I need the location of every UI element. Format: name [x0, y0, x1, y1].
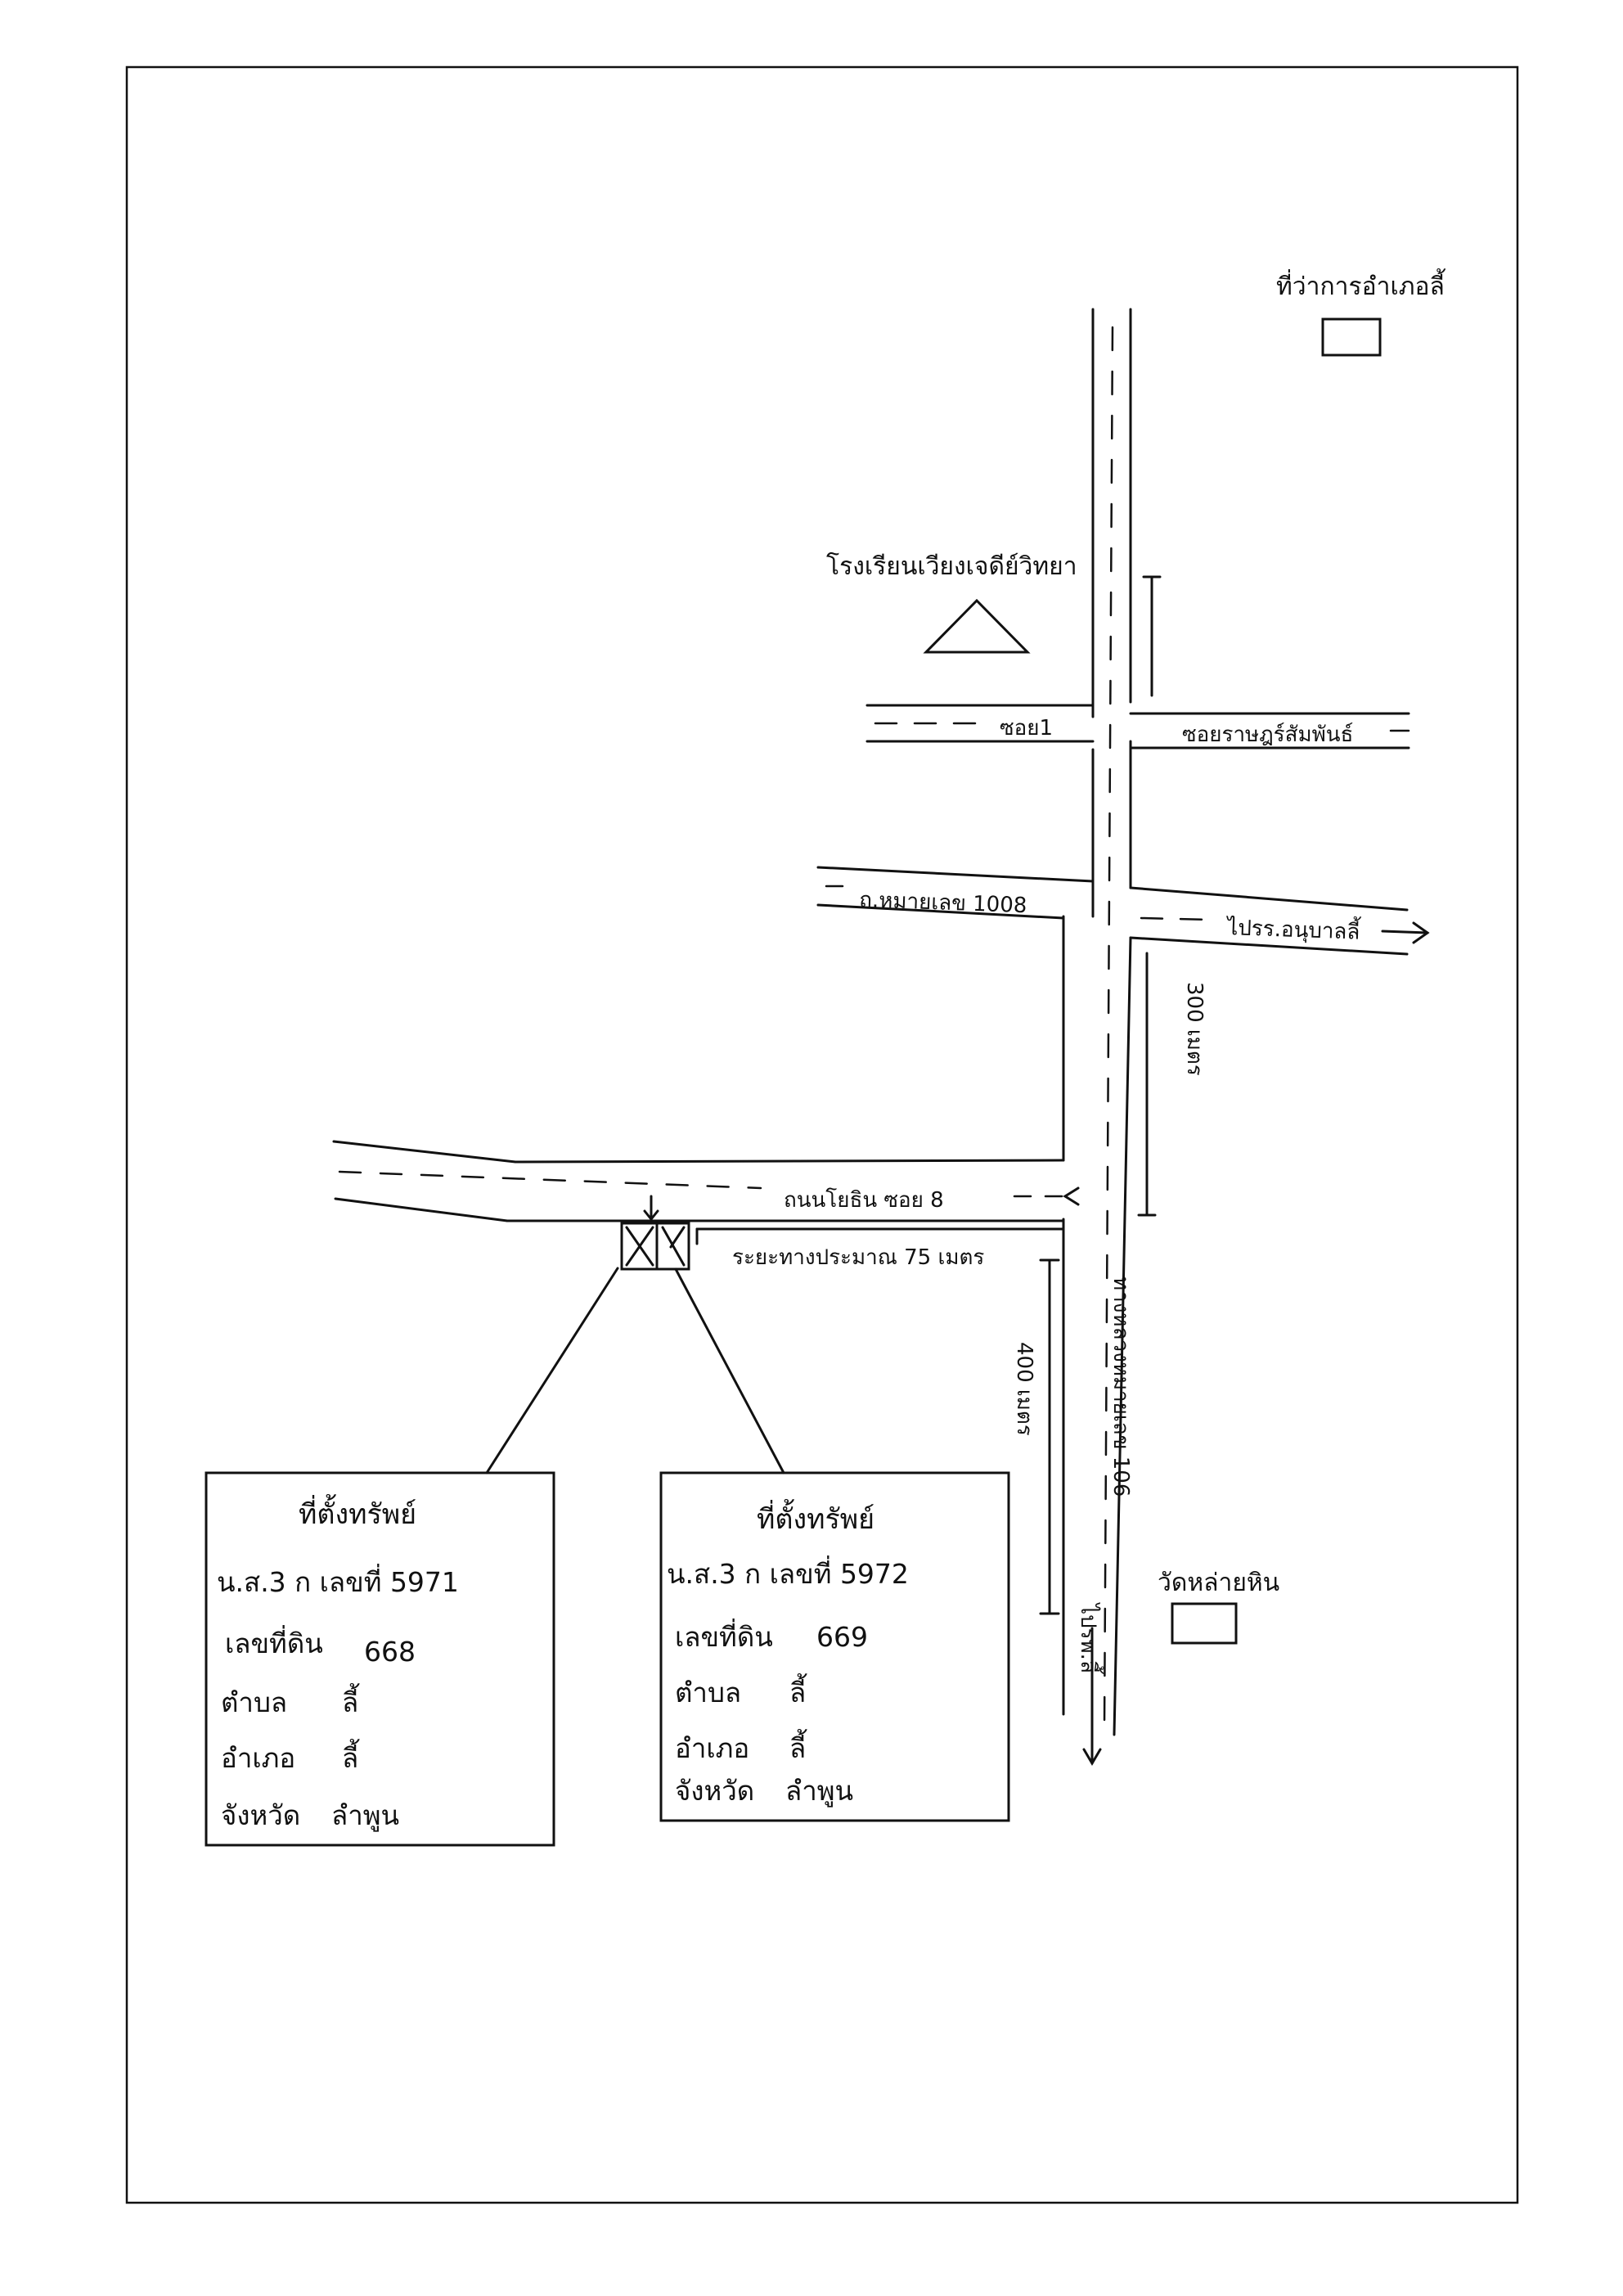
highway-106-road: [1062, 308, 1132, 1736]
parcel-amphoe-label: อำเภอ: [675, 1732, 749, 1764]
dist-75m-label: ระยะทางประมาณ 75 เมตร: [732, 1245, 984, 1270]
parcel-province: ลำพูน: [331, 1799, 399, 1832]
leader-line-left: [485, 1267, 619, 1474]
parcel-amphoe: ลี้: [342, 1739, 361, 1774]
temple-symbol: [1171, 1602, 1238, 1645]
school-label: โรงเรียนเวียงเจดีย์วิทยา: [826, 551, 1077, 581]
parcel-land-no: 669: [816, 1621, 868, 1653]
parcel-title: ที่ตั้งทรัพย์: [757, 1499, 874, 1536]
parcel-land-no-label: เลขที่ดิน: [675, 1618, 773, 1653]
parcel-province: ลำพูน: [785, 1775, 853, 1808]
parcel-deed: น.ส.3 ก เลขที่ 5971: [217, 1564, 459, 1598]
parcel-tambon: ลี้: [789, 1673, 808, 1708]
parcel-tambon-label: ตำบล: [221, 1686, 287, 1718]
district-office-symbol: [1321, 317, 1382, 357]
parcel-box-left: [205, 1471, 555, 1847]
parcel-deed: น.ส.3 ก เลขที่ 5972: [667, 1555, 909, 1590]
soi8-label: ถนนโยธิน ซอย 8: [784, 1187, 944, 1213]
dimension-300m: [1137, 575, 1162, 1217]
parcel-land-no-label: เลขที่ดิน: [225, 1625, 323, 1659]
parcel-markers: [620, 1222, 690, 1271]
parcel-tambon: ลี้: [342, 1683, 361, 1718]
soi1-road: [865, 704, 1410, 750]
dimension-400m: [1039, 1258, 1060, 1615]
highway-1008-road: [816, 866, 1409, 956]
school-symbol: [923, 598, 1031, 654]
parcel-left-text: ที่ตั้งทรัพย์ น.ส.3 ก เลขที่ 5971 เลขที่…: [217, 1494, 459, 1832]
arrow-to-hospital: [1082, 1627, 1102, 1766]
leader-line-right: [674, 1267, 785, 1474]
dimension-75m: [695, 1227, 1065, 1245]
parcel-amphoe: ลี้: [789, 1729, 808, 1764]
arrow-to-anuban: [1381, 921, 1430, 944]
highway-106-label: ทางหลวงหมายเลข 106: [1108, 1276, 1133, 1497]
parcel-amphoe-label: อำเภอ: [221, 1742, 295, 1774]
dist-400m-label: 400 เมตร: [1012, 1342, 1036, 1436]
soi-ratchada-label: ซอยราษฎร์สัมพันธ์: [1182, 723, 1353, 747]
soi8-road: [332, 1140, 1080, 1222]
to-hospital-label: ไปรพ.ลี้: [1076, 1602, 1104, 1674]
parcel-province-label: จังหวัด: [221, 1799, 300, 1831]
parcel-tambon-label: ตำบล: [675, 1677, 741, 1708]
parcel-title: ที่ตั้งทรัพย์: [299, 1494, 416, 1531]
soi1-label: ซอย1: [1000, 716, 1053, 741]
to-anuban-label: ไปรร.อนุบาลลี้: [1225, 912, 1362, 945]
parcel-land-no: 668: [364, 1636, 416, 1668]
parcel-province-label: จังหวัด: [675, 1775, 754, 1807]
temple-label: วัดหล่ายหิน: [1158, 1569, 1279, 1597]
dist-300m-label: 300 เมตร: [1182, 982, 1207, 1076]
district-office-label: ที่ว่าการอำเภอลี้: [1276, 268, 1445, 301]
parcel-box-right: [659, 1471, 1010, 1822]
parcel-right-text: ที่ตั้งทรัพย์ น.ส.3 ก เลขที่ 5972 เลขที่…: [667, 1499, 909, 1808]
map-border: [125, 65, 1519, 2204]
highway-1008-label: ถ.หมายเลข 1008: [859, 888, 1027, 918]
